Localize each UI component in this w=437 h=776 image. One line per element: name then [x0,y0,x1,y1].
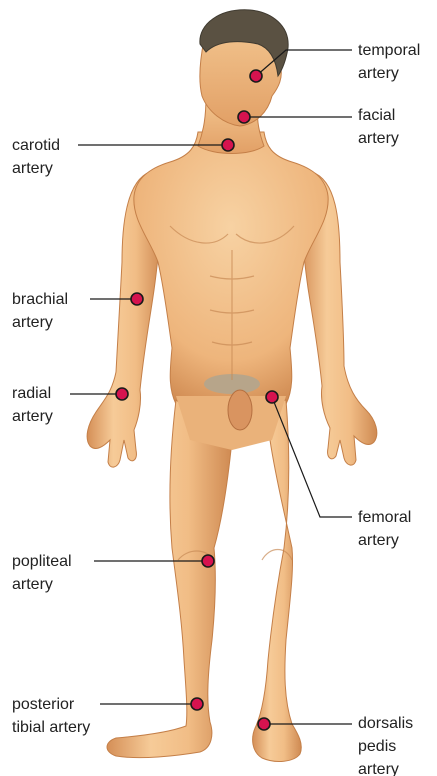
popliteal-pulse-point [202,555,214,567]
radial-artery-label: radial artery [12,382,53,428]
facial-artery-label: facial artery [358,104,399,150]
groin [228,390,252,430]
left-leg [253,400,302,761]
radial-pulse-point [116,388,128,400]
carotid-artery-label: carotid artery [12,134,60,180]
dorsalis-pedis-artery-label: dorsalis pedis artery [358,712,413,776]
torso [134,132,328,404]
brachial-pulse-point [131,293,143,305]
femoral-artery-label: femoral artery [358,506,411,552]
brachial-artery-label: brachial artery [12,288,68,334]
facial-pulse-point [238,111,250,123]
posterior-tibial-artery-label: posterior tibial artery [12,693,90,739]
body-silhouette [87,10,377,762]
femoral-pulse-point [266,391,278,403]
temporal-pulse-point [250,70,262,82]
temporal-artery-label: temporal artery [358,39,420,85]
carotid-pulse-point [222,139,234,151]
popliteal-artery-label: popliteal artery [12,550,72,596]
posterior-tibial-pulse-point [191,698,203,710]
dorsalis-pedis-pulse-point [258,718,270,730]
